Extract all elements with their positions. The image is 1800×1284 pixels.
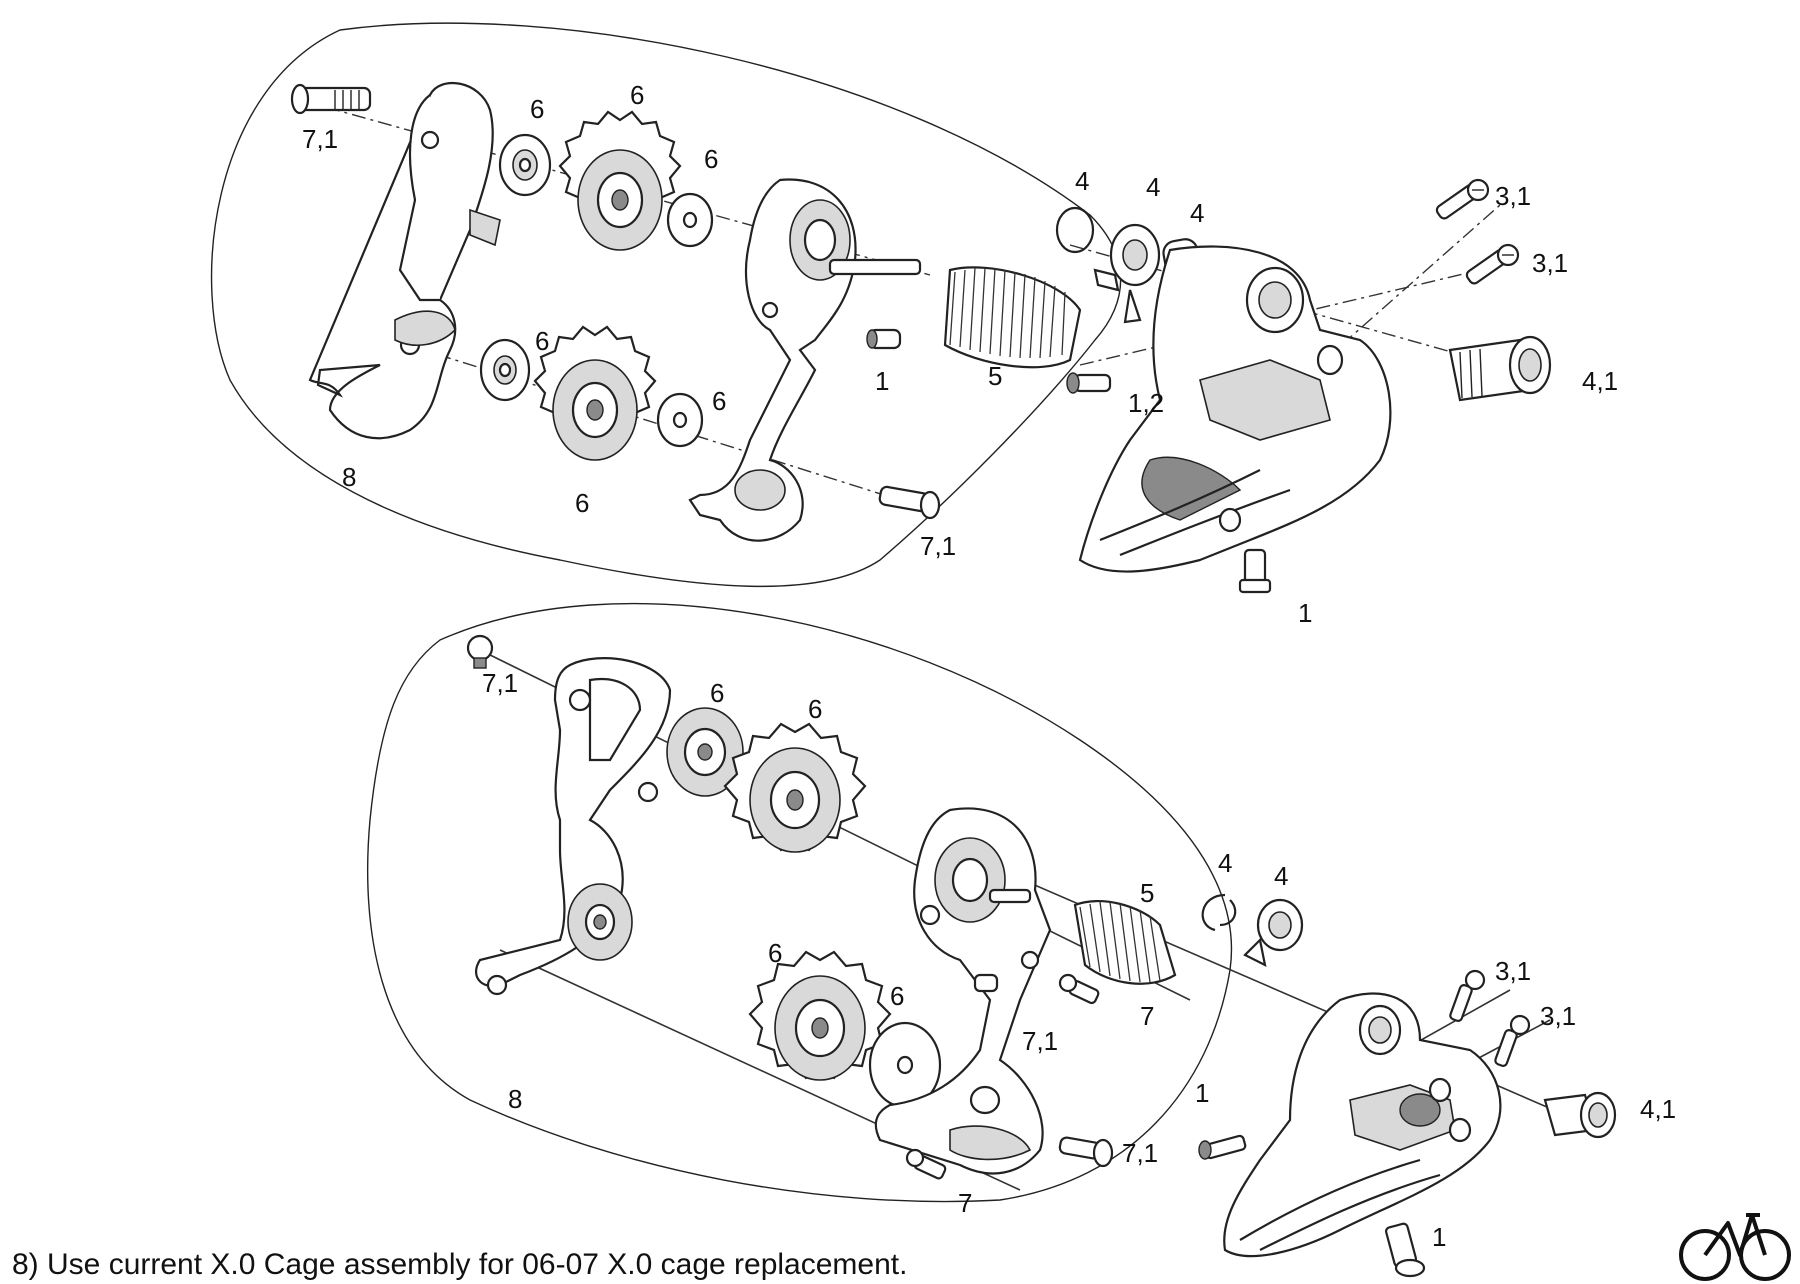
callout-label: 4,1 bbox=[1640, 1094, 1676, 1124]
lower-derailleur-body bbox=[1223, 992, 1502, 1258]
callout-label: 6 bbox=[890, 981, 904, 1011]
upper-derailleur-body bbox=[1078, 245, 1392, 573]
callout-label: 6 bbox=[530, 94, 544, 124]
callout-label: 3,1 bbox=[1495, 956, 1531, 986]
upper-barrel-adjuster bbox=[1448, 335, 1552, 402]
upper-lower-right-washer bbox=[656, 392, 704, 448]
lower-ring-parts bbox=[1201, 893, 1304, 967]
lower-barrel-adjuster bbox=[1543, 1091, 1617, 1139]
callout-label: 3,1 bbox=[1532, 248, 1568, 278]
lower-inner-cage-plate bbox=[874, 807, 1052, 1175]
lower-cap-pin bbox=[1058, 1136, 1114, 1168]
upper-top-pin bbox=[290, 83, 372, 115]
upper-screw-upper bbox=[1435, 178, 1490, 220]
callout-label: 8 bbox=[508, 1084, 522, 1114]
lower-stop-pin bbox=[973, 973, 999, 993]
callout-label: 3,1 bbox=[1540, 1001, 1576, 1031]
callout-label: 7,1 bbox=[1122, 1138, 1158, 1168]
callout-label: 4 bbox=[1190, 198, 1204, 228]
callout-label: 6 bbox=[712, 386, 726, 416]
bicycle-logo-icon bbox=[1679, 1213, 1791, 1281]
callout-label: 5 bbox=[1140, 878, 1154, 908]
lower-mid-screw bbox=[1058, 973, 1100, 1005]
callout-label: 4 bbox=[1274, 861, 1288, 891]
lower-callout-labels: 7,1 6 6 4 4 5 6 6 7 3,1 3,1 7,1 8 1 4,1 … bbox=[482, 668, 1676, 1252]
callout-label: 1 bbox=[875, 366, 889, 396]
callout-label: 7,1 bbox=[302, 124, 338, 154]
lower-screw-lower bbox=[1494, 1014, 1531, 1067]
callout-label: 6 bbox=[704, 144, 718, 174]
callout-label: 1 bbox=[1298, 598, 1312, 628]
upper-assembly bbox=[210, 22, 1552, 594]
callout-label: 4 bbox=[1146, 172, 1160, 202]
lower-bottom-screw bbox=[905, 1148, 947, 1180]
lower-outer-cage-plate bbox=[475, 657, 672, 996]
lower-screw-upper bbox=[1449, 969, 1486, 1022]
callout-label: 7,1 bbox=[1022, 1026, 1058, 1056]
upper-bottom-pulley bbox=[533, 325, 657, 461]
callout-label: 6 bbox=[768, 938, 782, 968]
footnote-text: 8) Use current X.0 Cage assembly for 06-… bbox=[12, 1248, 907, 1281]
lower-b-bolt bbox=[1384, 1222, 1426, 1278]
callout-label: 1,2 bbox=[1128, 388, 1164, 418]
upper-cage-outline bbox=[210, 22, 1122, 588]
callout-label: 5 bbox=[988, 361, 1002, 391]
callout-label: 6 bbox=[710, 678, 724, 708]
callout-label: 7 bbox=[1140, 1001, 1154, 1031]
upper-lower-washer bbox=[479, 338, 531, 402]
callout-label: 4 bbox=[1075, 166, 1089, 196]
callout-label: 6 bbox=[575, 488, 589, 518]
upper-bottom-pin bbox=[878, 485, 941, 520]
upper-outer-cage-plate bbox=[308, 81, 501, 440]
upper-spring bbox=[943, 266, 1082, 369]
lower-side-bolt bbox=[1198, 1134, 1247, 1160]
callout-label: 7,1 bbox=[920, 531, 956, 561]
lower-cage-outline bbox=[366, 602, 1233, 1203]
callout-label: 6 bbox=[808, 694, 822, 724]
callout-label: 7 bbox=[958, 1188, 972, 1218]
upper-stop-pin bbox=[866, 328, 902, 350]
callout-label: 8 bbox=[342, 462, 356, 492]
lower-assembly bbox=[366, 602, 1617, 1278]
lower-top-pulley bbox=[723, 722, 867, 853]
upper-screw-lower bbox=[1465, 243, 1520, 285]
callout-label: 6 bbox=[535, 326, 549, 356]
lower-spring bbox=[1073, 900, 1177, 985]
upper-top-pulley bbox=[558, 110, 682, 251]
upper-b-bolt bbox=[1238, 548, 1272, 594]
upper-top-washer bbox=[498, 133, 552, 197]
upper-small-bolt bbox=[1066, 372, 1112, 394]
lower-bottom-pulley bbox=[748, 950, 892, 1081]
callout-label: 1 bbox=[1432, 1222, 1446, 1252]
lower-top-washer bbox=[666, 707, 744, 797]
upper-callout-labels: 7,1 6 6 6 4 4 4 3,1 3,1 6 1 5 1,2 4,1 6 … bbox=[302, 80, 1618, 628]
lower-top-pin bbox=[466, 634, 494, 669]
callout-label: 4 bbox=[1218, 848, 1232, 878]
callout-label: 4,1 bbox=[1582, 366, 1618, 396]
callout-label: 1 bbox=[1195, 1078, 1209, 1108]
callout-label: 3,1 bbox=[1495, 181, 1531, 211]
callout-label: 7,1 bbox=[482, 668, 518, 698]
callout-label: 6 bbox=[630, 80, 644, 110]
upper-right-washer bbox=[666, 192, 714, 248]
upper-inner-cage-plate bbox=[688, 178, 922, 542]
